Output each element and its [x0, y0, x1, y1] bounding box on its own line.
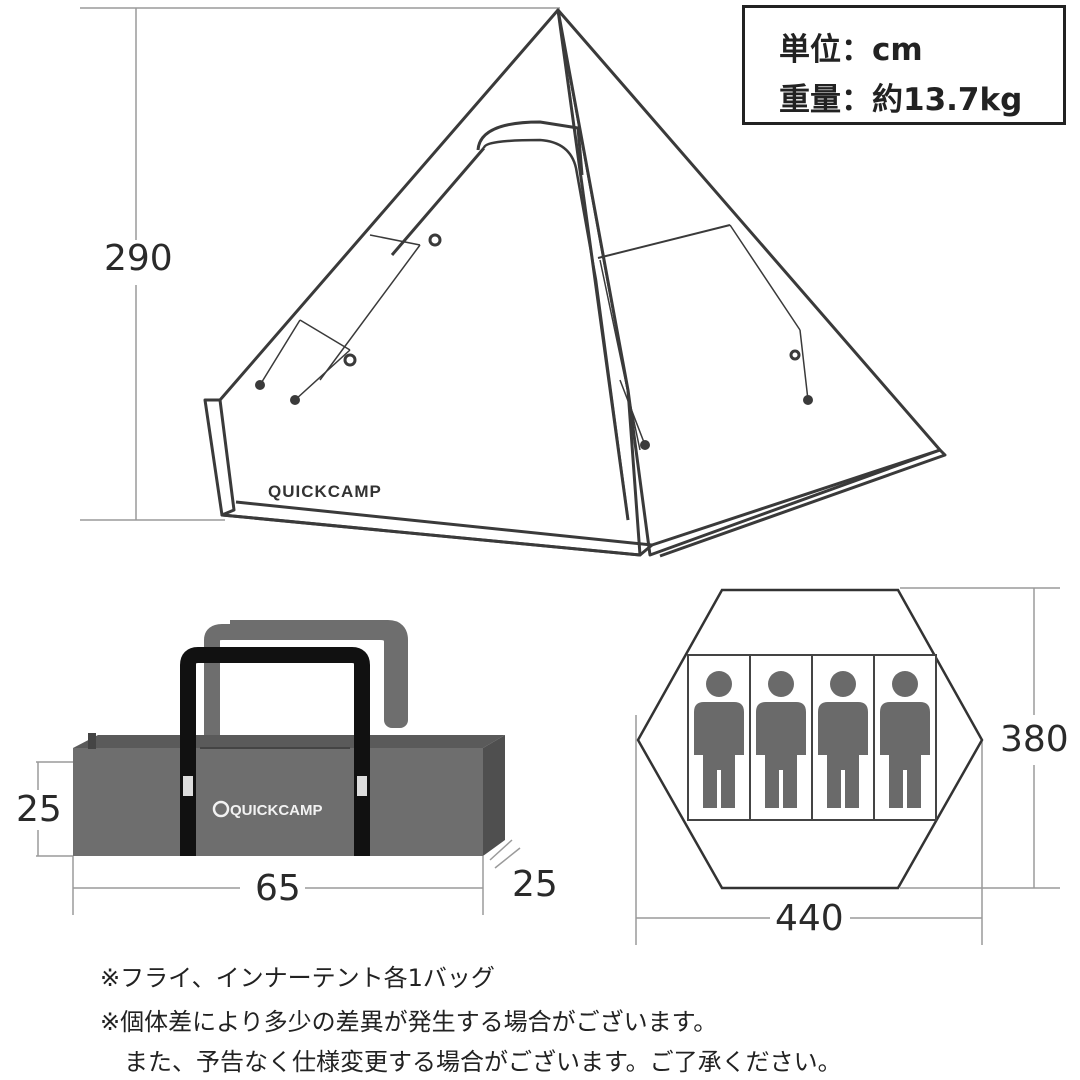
note-line-3: また、予告なく仕様変更する場合がございます。ご了承ください。 — [100, 1048, 842, 1076]
floor-width-label: 440 — [775, 898, 844, 939]
floor-depth-label: 380 — [1000, 719, 1069, 760]
bag-depth-label: 25 — [512, 864, 558, 905]
person-icon — [818, 671, 868, 808]
tent-brand-label: QUICKCAMP — [268, 482, 382, 501]
bag-dimension-lines — [36, 761, 521, 915]
unit-label: 単位：cm — [779, 32, 923, 68]
bag-length-label: 65 — [255, 868, 301, 909]
weight-label: 重量：約13.7kg — [779, 82, 1023, 118]
person-icon — [694, 671, 744, 808]
bag-logo-icon — [212, 800, 230, 818]
tent-height-dimension — [80, 7, 560, 521]
sleeping-persons — [694, 671, 930, 808]
note-line-2: ※個体差により多少の差異が発生する場合がございます。 — [100, 1008, 718, 1036]
note-line-1: ※フライ、インナーテント各1バッグ — [100, 964, 495, 992]
person-icon — [756, 671, 806, 808]
tent-drawing — [203, 8, 947, 558]
bag-height-label: 25 — [16, 789, 62, 830]
person-icon — [880, 671, 930, 808]
bag-drawing — [73, 620, 505, 856]
tent-height-label: 290 — [104, 238, 173, 279]
bag-brand-label: QUICKCAMP — [230, 802, 323, 819]
spec-box: 単位：cm 重量：約13.7kg — [742, 5, 1066, 125]
